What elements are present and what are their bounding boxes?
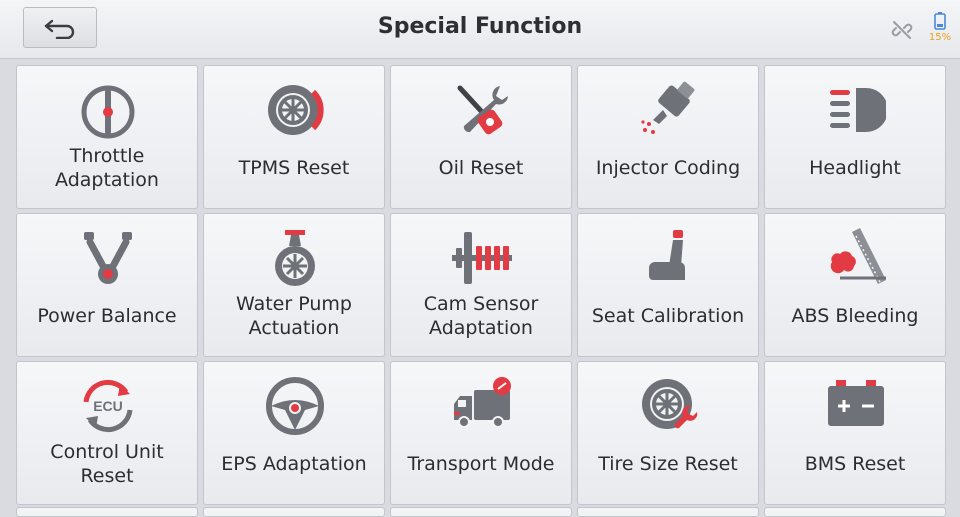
water-pump-icon [275, 230, 315, 286]
function-tile-power-balance[interactable]: Power Balance [16, 213, 198, 357]
tire-wrench-icon [642, 379, 698, 429]
battery-percent: 15% [928, 32, 952, 43]
function-tile-partial[interactable] [203, 507, 385, 517]
function-tile-control-unit-reset[interactable]: ECU Control Unit Reset [16, 361, 198, 505]
function-tile-headlight[interactable]: Headlight [764, 65, 946, 209]
function-tile-partial[interactable] [16, 507, 198, 517]
function-label: Cam Sensor Adaptation [423, 293, 539, 339]
function-tile-tpms-reset[interactable]: TPMS Reset [203, 65, 385, 209]
injector-icon [641, 81, 695, 134]
back-arrow-icon [44, 19, 75, 39]
function-label: ABS Bleeding [791, 305, 919, 327]
top-bar: Special Function 15% [0, 0, 960, 59]
function-label: BMS Reset [804, 453, 906, 475]
function-label: Oil Reset [438, 157, 524, 179]
truck-icon [454, 377, 511, 428]
function-tile-oil-reset[interactable]: Oil Reset [390, 65, 572, 209]
link-broken-icon [891, 21, 913, 39]
function-tile-throttle-adaptation[interactable]: Throttle Adaptation [16, 65, 198, 209]
function-tile-abs-bleeding[interactable]: ABS Bleeding [764, 213, 946, 357]
page-title: Special Function [377, 14, 583, 39]
abs-bleeding-icon [830, 228, 886, 284]
function-label: Tire Size Reset [598, 453, 738, 475]
function-label: Seat Calibration [591, 305, 745, 327]
function-tile-tire-size-reset[interactable]: Tire Size Reset [577, 361, 759, 505]
battery-status: 15% [926, 12, 954, 43]
steering-wheel-icon [266, 377, 324, 435]
oil-wrench-icon [457, 85, 508, 135]
back-button[interactable] [23, 7, 97, 48]
next-row-partial [16, 507, 946, 517]
function-label: Headlight [809, 157, 901, 179]
function-tile-partial[interactable] [764, 507, 946, 517]
function-label: Control Unit Reset [50, 441, 164, 487]
function-label: Throttle Adaptation [55, 145, 159, 191]
camshaft-icon [452, 232, 512, 284]
battery-bms-icon [828, 380, 884, 426]
function-label: Injector Coding [595, 157, 741, 179]
battery-low-icon [934, 12, 946, 30]
function-tile-eps-adaptation[interactable]: EPS Adaptation [203, 361, 385, 505]
function-tile-seat-calibration[interactable]: Seat Calibration [577, 213, 759, 357]
function-label: Power Balance [37, 305, 177, 327]
ecu-reset-icon: ECU [83, 380, 133, 432]
function-tile-water-pump-actuation[interactable]: Water Pump Actuation [203, 213, 385, 357]
function-label: EPS Adaptation [221, 453, 367, 475]
function-tile-cam-sensor-adaptation[interactable]: Cam Sensor Adaptation [390, 213, 572, 357]
function-tile-partial[interactable] [577, 507, 759, 517]
function-tile-injector-coding[interactable]: Injector Coding [577, 65, 759, 209]
function-tile-bms-reset[interactable]: BMS Reset [764, 361, 946, 505]
function-label: Transport Mode [407, 453, 555, 475]
seat-icon [649, 230, 685, 280]
tpms-wheel-icon [268, 85, 324, 135]
throttle-icon [81, 85, 135, 139]
svg-text:ECU: ECU [93, 398, 123, 414]
function-tile-partial[interactable] [390, 507, 572, 517]
function-label: TPMS Reset [238, 157, 350, 179]
function-tile-transport-mode[interactable]: Transport Mode [390, 361, 572, 505]
headlight-icon [830, 88, 886, 132]
function-grid: Throttle Adaptation TPMS Reset Oil Reset [16, 65, 946, 505]
function-label: Water Pump Actuation [236, 293, 352, 339]
power-balance-icon [84, 232, 132, 284]
